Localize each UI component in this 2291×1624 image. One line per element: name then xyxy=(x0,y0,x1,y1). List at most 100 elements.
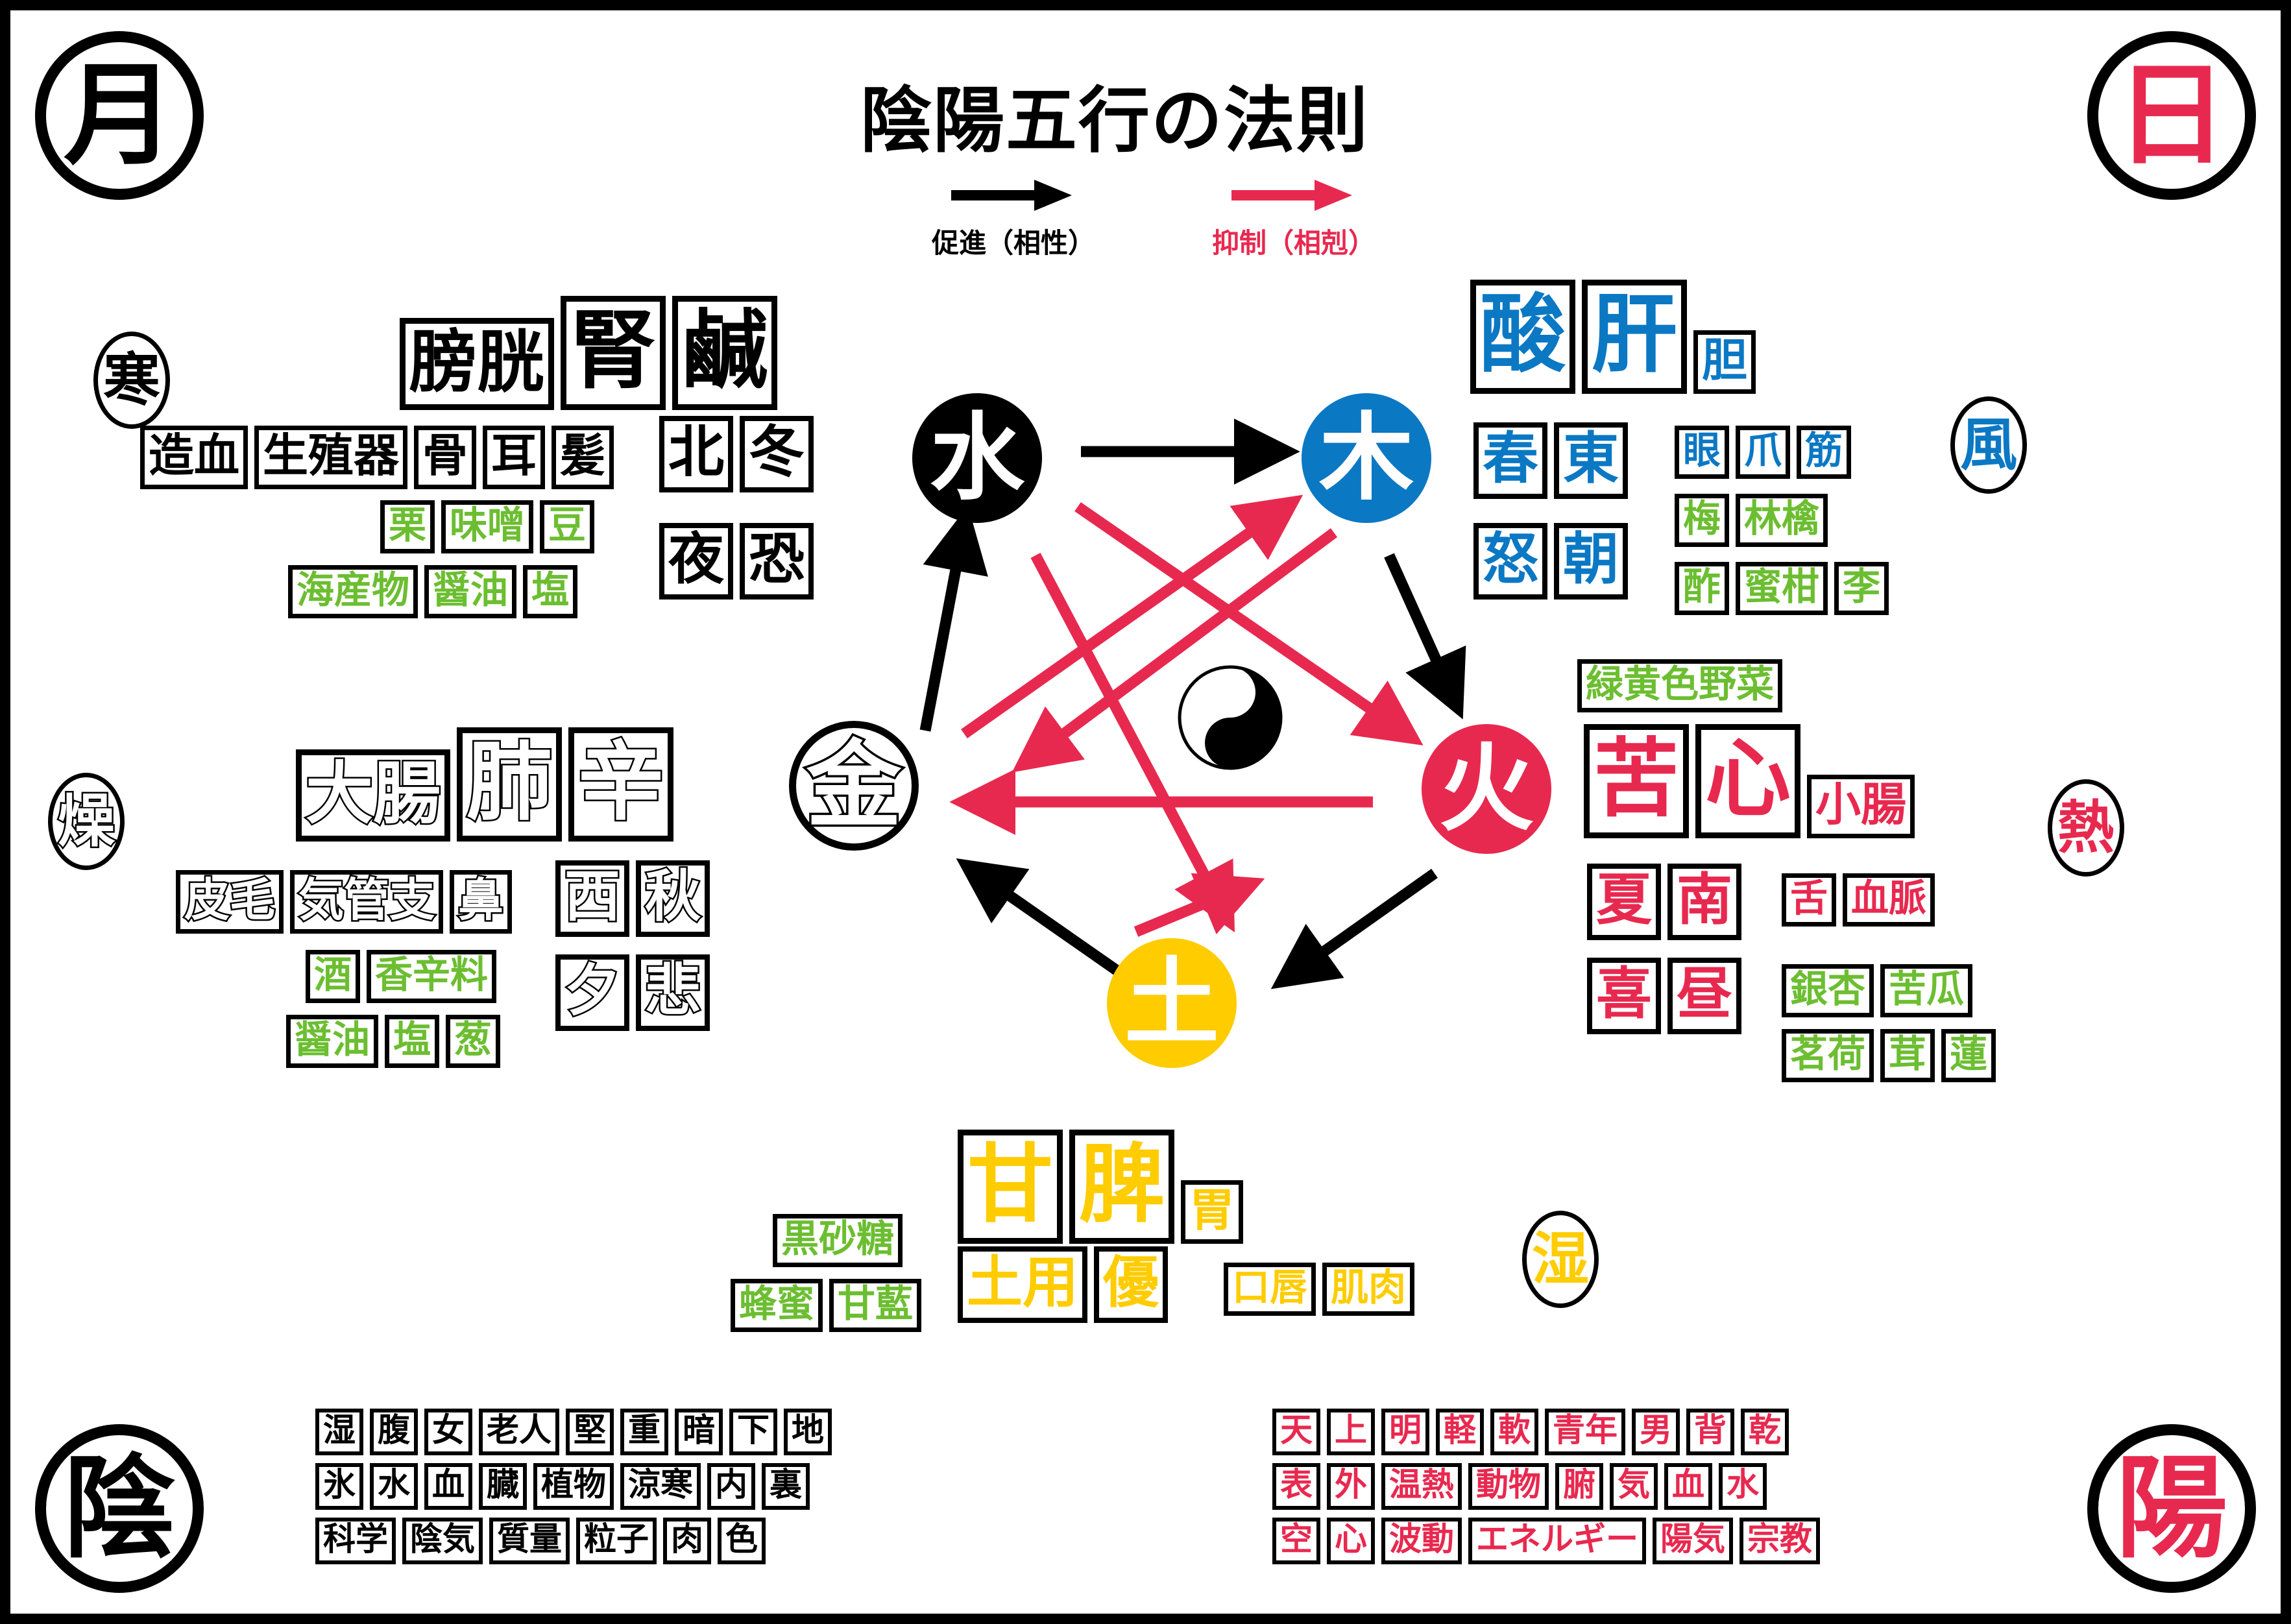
yin-item[interactable]: 腹 xyxy=(370,1409,418,1455)
earth-food-box[interactable]: 甘藍 xyxy=(829,1279,922,1332)
element-circle-earth[interactable]: 土 xyxy=(1107,938,1237,1068)
fire-part-box[interactable]: 舌 xyxy=(1782,873,1837,927)
element-circle-fire[interactable]: 火 xyxy=(1422,724,1551,854)
element-circle-wood[interactable]: 木 xyxy=(1302,393,1431,523)
yin-item[interactable]: 女 xyxy=(424,1409,472,1455)
metal-part-box[interactable]: 鼻 xyxy=(450,870,512,934)
yang-item[interactable]: 気 xyxy=(1610,1463,1658,1510)
water-part-box[interactable]: 造血 xyxy=(140,426,248,489)
fire-organ-box[interactable]: 心 xyxy=(1695,724,1800,838)
yang-item[interactable]: 青年 xyxy=(1545,1409,1625,1455)
fire-time-box[interactable]: 昼 xyxy=(1667,958,1741,1034)
wood-organ-box[interactable]: 肝 xyxy=(1582,280,1687,394)
water-taste-box[interactable]: 鹹 xyxy=(672,296,778,410)
yin-item[interactable]: 肉 xyxy=(663,1518,711,1564)
wood-emotion-box[interactable]: 怒 xyxy=(1473,523,1547,600)
yang-item[interactable]: 心 xyxy=(1327,1518,1375,1564)
yang-item[interactable]: 動物 xyxy=(1468,1463,1549,1510)
water-food-box[interactable]: 豆 xyxy=(540,500,595,553)
yin-item[interactable]: 質量 xyxy=(489,1518,570,1564)
yang-item[interactable]: 空 xyxy=(1272,1518,1320,1564)
water-season-box[interactable]: 冬 xyxy=(740,416,814,492)
yin-item[interactable]: 氷 xyxy=(315,1463,363,1510)
water-part-box[interactable]: 骨 xyxy=(414,426,476,489)
yin-item[interactable]: 科学 xyxy=(315,1518,396,1564)
yin-item[interactable]: 堅 xyxy=(566,1409,614,1455)
yin-item[interactable]: 植物 xyxy=(533,1463,614,1510)
yang-item[interactable]: 外 xyxy=(1327,1463,1375,1510)
yin-item[interactable]: 内 xyxy=(707,1463,755,1510)
fire-food-box[interactable]: 茸 xyxy=(1880,1029,1935,1082)
fire-food-box[interactable]: 茗荷 xyxy=(1782,1029,1874,1082)
wood-part-box[interactable]: 眼 xyxy=(1675,426,1730,479)
metal-intestine-box[interactable]: 大腸 xyxy=(296,749,451,842)
metal-food-box[interactable]: 醤油 xyxy=(286,1015,379,1068)
yang-item[interactable]: エネルギー xyxy=(1468,1518,1646,1564)
wood-gall-box[interactable]: 胆 xyxy=(1693,330,1756,394)
metal-organ-box[interactable]: 肺 xyxy=(457,727,563,842)
water-part-box[interactable]: 髪 xyxy=(552,426,614,489)
earth-season-box[interactable]: 土用 xyxy=(958,1246,1087,1323)
earth-food-box[interactable]: 黒砂糖 xyxy=(773,1214,903,1267)
earth-part-box[interactable]: 肌肉 xyxy=(1322,1263,1415,1316)
fire-vegetable-box[interactable]: 緑黄色野菜 xyxy=(1577,659,1783,712)
metal-emotion-box[interactable]: 悲 xyxy=(636,954,710,1031)
yang-item[interactable]: 表 xyxy=(1272,1463,1320,1510)
wood-part-box[interactable]: 筋 xyxy=(1797,426,1852,479)
fire-intestine-box[interactable]: 小腸 xyxy=(1807,775,1915,838)
yin-item[interactable]: 血 xyxy=(424,1463,472,1510)
metal-food-box[interactable]: 香辛料 xyxy=(367,950,497,1003)
yang-item[interactable]: 腑 xyxy=(1555,1463,1603,1510)
water-direction-box[interactable]: 北 xyxy=(659,416,733,492)
yang-item[interactable]: 明 xyxy=(1381,1409,1429,1455)
water-food-box[interactable]: 塩 xyxy=(523,565,578,618)
earth-emotion-box[interactable]: 優 xyxy=(1094,1246,1168,1323)
yang-item[interactable]: 天 xyxy=(1272,1409,1320,1455)
metal-food-box[interactable]: 酒 xyxy=(306,950,361,1003)
metal-part-box[interactable]: 皮毛 xyxy=(176,870,284,934)
earth-taste-box[interactable]: 甘 xyxy=(958,1130,1063,1244)
yang-item[interactable]: 血 xyxy=(1664,1463,1712,1510)
water-food-box[interactable]: 栗 xyxy=(380,500,435,553)
yin-item[interactable]: 涼寒 xyxy=(620,1463,701,1510)
metal-part-box[interactable]: 気管支 xyxy=(290,870,443,934)
fire-emotion-box[interactable]: 喜 xyxy=(1587,958,1661,1034)
element-circle-metal[interactable]: 金 xyxy=(789,721,919,851)
fire-food-box[interactable]: 苦瓜 xyxy=(1880,964,1973,1017)
fire-season-box[interactable]: 夏 xyxy=(1587,864,1661,940)
yin-item[interactable]: 陰気 xyxy=(402,1518,483,1564)
wood-food-box[interactable]: 蜜柑 xyxy=(1736,562,1828,615)
wood-food-box[interactable]: 梅 xyxy=(1675,494,1730,547)
water-food-box[interactable]: 海産物 xyxy=(288,565,418,618)
wood-food-box[interactable]: 李 xyxy=(1834,562,1889,615)
yin-item[interactable]: 色 xyxy=(718,1518,766,1564)
metal-food-box[interactable]: 葱 xyxy=(446,1015,501,1068)
metal-season-box[interactable]: 秋 xyxy=(636,860,710,937)
fire-part-box[interactable]: 血脈 xyxy=(1843,873,1935,927)
yang-item[interactable]: 宗教 xyxy=(1739,1518,1820,1564)
wood-direction-box[interactable]: 東 xyxy=(1554,422,1628,499)
water-part-box[interactable]: 耳 xyxy=(483,426,545,489)
water-bladder-box[interactable]: 膀胱 xyxy=(400,318,555,410)
yin-item[interactable]: 裏 xyxy=(762,1463,810,1510)
yang-item[interactable]: 陽気 xyxy=(1653,1518,1733,1564)
element-circle-water[interactable]: 水 xyxy=(912,393,1042,523)
water-organ-box[interactable]: 腎 xyxy=(561,296,666,410)
yang-item[interactable]: 軟 xyxy=(1490,1409,1538,1455)
wood-taste-box[interactable]: 酸 xyxy=(1470,280,1575,394)
yang-item[interactable]: 背 xyxy=(1686,1409,1734,1455)
yin-item[interactable]: 湿 xyxy=(315,1409,363,1455)
metal-time-box[interactable]: 夕 xyxy=(555,954,629,1031)
yin-item[interactable]: 地 xyxy=(784,1409,832,1455)
wood-part-box[interactable]: 爪 xyxy=(1736,426,1791,479)
earth-stomach-box[interactable]: 胃 xyxy=(1181,1180,1243,1244)
water-food-box[interactable]: 味噌 xyxy=(441,500,534,553)
wood-food-box[interactable]: 林檎 xyxy=(1736,494,1828,547)
water-part-box[interactable]: 生殖器 xyxy=(254,426,407,489)
wood-food-box[interactable]: 酢 xyxy=(1675,562,1730,615)
yin-item[interactable]: 暗 xyxy=(675,1409,723,1455)
yin-item[interactable]: 臓 xyxy=(479,1463,527,1510)
yin-item[interactable]: 重 xyxy=(620,1409,668,1455)
metal-food-box[interactable]: 塩 xyxy=(385,1015,440,1068)
yin-item[interactable]: 粒子 xyxy=(576,1518,657,1564)
